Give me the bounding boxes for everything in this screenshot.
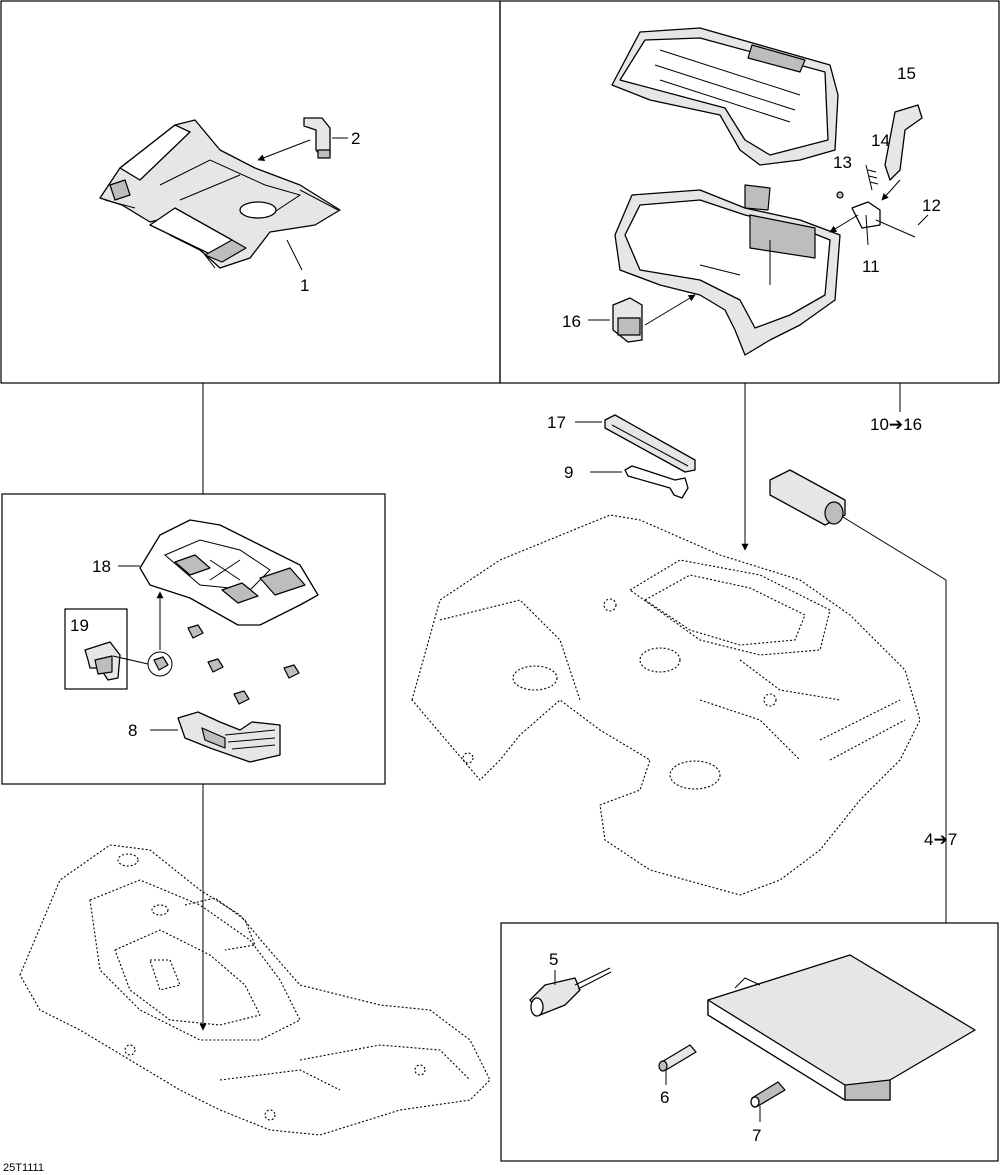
callout-15: 15: [897, 64, 916, 83]
range-10-16: 10➔16: [870, 415, 922, 434]
panel-clip-detail: [64, 608, 128, 690]
fuse-part-6: [658, 1044, 697, 1072]
callout-14: 14: [871, 131, 890, 150]
connector-line: [837, 513, 947, 923]
callout-18: 18: [92, 557, 111, 576]
range-4-7: 4➔7: [924, 830, 957, 849]
front-fender-left: [19, 844, 491, 1136]
wrench-part-9: [624, 465, 689, 499]
storage-tub: [614, 184, 841, 356]
bracket-part-8: [177, 711, 281, 763]
callout-7: 7: [752, 1126, 761, 1145]
nut: [153, 656, 169, 671]
storage-lid: [611, 27, 839, 166]
leader-line: [112, 655, 149, 665]
clip-part-19: [84, 641, 121, 681]
callout-8: 8: [128, 721, 137, 740]
callout-17: 17: [547, 413, 566, 432]
panel-tool-kit: [500, 922, 999, 1162]
panel-storage-box: [499, 0, 1000, 384]
arrow: [829, 214, 859, 233]
callout-6: 6: [660, 1088, 669, 1107]
callout-9: 9: [564, 463, 573, 482]
callout-2: 2: [351, 129, 360, 148]
callout-19: 19: [70, 616, 89, 635]
clip-part-2: [303, 117, 331, 159]
arrow: [644, 294, 696, 326]
push-nuts: [187, 624, 300, 705]
callout-13: 13: [833, 153, 852, 172]
leader-line: [865, 214, 869, 246]
strap-part-17: [604, 414, 696, 473]
screwdriver-part-5: [529, 967, 612, 1017]
clip-part-16: [612, 297, 643, 343]
fuse-part-7: [750, 1081, 786, 1108]
rear-fender-right: [411, 514, 921, 896]
rack-frame-part-1: [99, 119, 341, 269]
callout-12: 12: [922, 196, 941, 215]
callout-1: 1: [300, 276, 309, 295]
leader-line: [917, 214, 929, 226]
arrow: [881, 179, 901, 201]
callout-11: 11: [862, 257, 880, 276]
cylinder-pack: [769, 469, 846, 526]
diagram-code: 25T1111: [3, 1162, 44, 1174]
callout-5: 5: [549, 950, 558, 969]
panel-tray-assembly: [1, 493, 386, 785]
leader-line: [286, 239, 303, 271]
tray-part-18: [139, 519, 319, 626]
callout-16: 16: [562, 312, 581, 331]
owners-manual-pouch: [707, 954, 976, 1101]
arrow: [257, 139, 311, 162]
